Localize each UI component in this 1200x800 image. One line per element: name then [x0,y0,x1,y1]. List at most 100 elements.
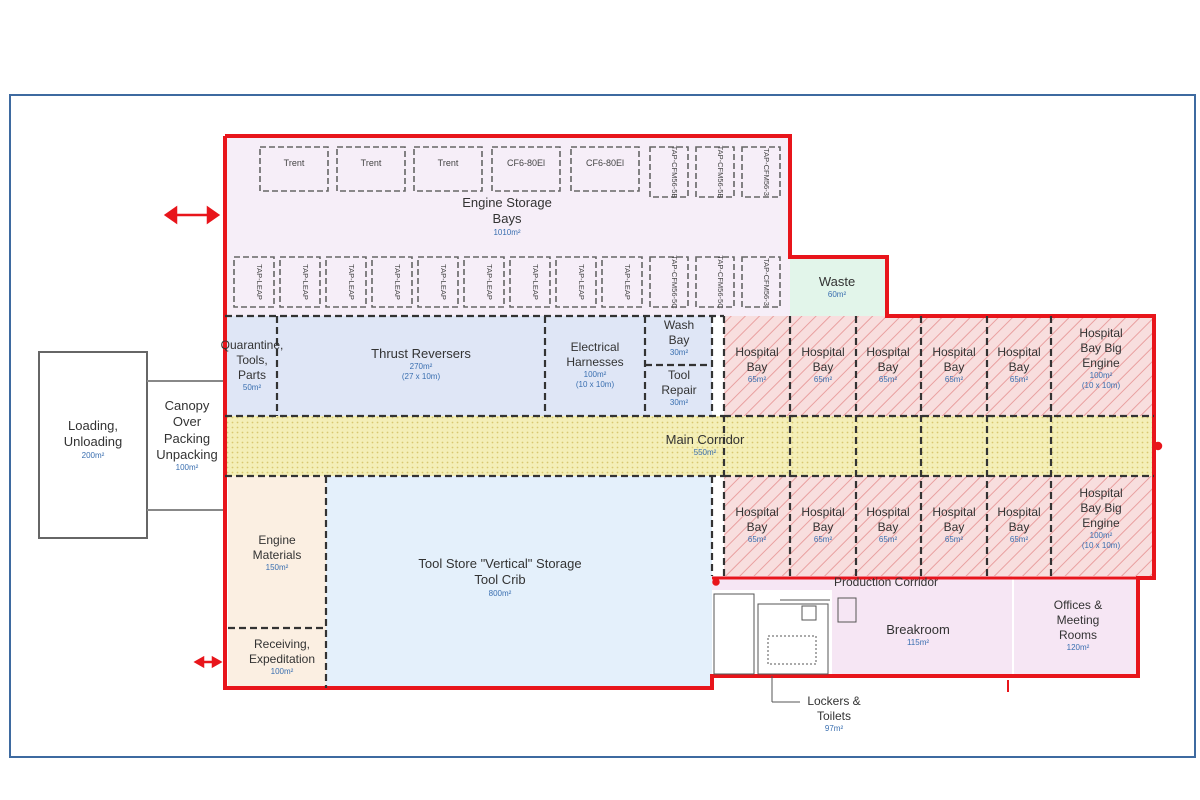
lockers-name2: Toilets [816,709,852,723]
hospital-area-value: 65m² [878,535,898,544]
engine-bay-bottom-v3: TAP-CFM56-3 [762,258,771,306]
hospital-area-value: 65m² [944,535,964,544]
electrical-harnesses-area [545,316,645,416]
quarantine-area-value: 50m² [242,383,262,392]
quarantine-name1: Quarantine, [220,338,284,352]
engine-materials-label: Engine Materials 150m² [253,533,302,573]
hospital-name2: Bay [812,360,834,374]
hospital-name1: Hospital [866,505,910,519]
hospital-bay-upper-5: Hospital Bay 65m² [997,345,1040,385]
electrical-name2: Harnesses [566,355,624,369]
hospital-name2: Bay [943,360,965,374]
quarantine-name3: Parts [237,368,266,382]
engine-storage-label: Engine Storage Bays 1010m² [462,195,552,238]
wash-bay-area [645,316,712,365]
hospital-big-dims: (10 x 10m) [1081,541,1121,550]
hospital-bay-upper-2: Hospital Bay 65m² [801,345,844,385]
tool-store-name1: Tool Store "Vertical" Storage [418,556,582,571]
hospital-area-value: 65m² [747,535,767,544]
electrical-name1: Electrical [570,340,620,354]
hospital-name1: Hospital [735,505,779,519]
engine-bay-top-4: CF6-80El [507,158,545,168]
hospital-big-name1: Hospital [1079,326,1123,340]
electrical-label: Electrical Harnesses 100m² (10 x 10m) [566,340,623,390]
engine-storage-area-value: 1010m² [493,227,521,237]
engine-bay-leap-4: TAP-LEAP [393,264,402,300]
engine-bay-top-5: CF6-80El [586,158,624,168]
breakroom-area [832,588,1012,676]
canopy-area-value: 100m² [175,463,199,472]
hospital-name2: Bay [1008,360,1030,374]
engine-bay-top-v2: TAP-CFM56-5B [716,146,725,199]
breakroom-area-value: 115m² [906,638,930,648]
thrust-name: Thrust Reversers [371,346,471,361]
tool-repair-label: Tool Repair 30m² [661,368,696,408]
engine-bay-leap-2: TAP-LEAP [301,264,310,300]
electrical-area-value: 100m² [583,370,607,379]
hospital-bay-upper-1: Hospital Bay 65m² [735,345,778,385]
hospital-big-name1: Hospital [1079,486,1123,500]
engine-bay-leap-3: TAP-LEAP [347,264,356,300]
waste-area-value: 60m² [827,290,847,300]
door-arrows [163,205,1163,692]
engine-storage-name1: Engine Storage [462,195,552,210]
canopy-name1: Canopy [164,398,210,413]
engine-bay-leap-8: TAP-LEAP [577,264,586,300]
hospital-name1: Hospital [801,345,845,359]
engine-bay-top-3: Trent [438,158,459,168]
hospital-area-value: 65m² [813,375,833,384]
hospital-bay-upper-4: Hospital Bay 65m² [932,345,975,385]
receiving-name2: Expeditation [248,652,316,666]
hospital-area-value: 65m² [1009,375,1029,384]
electrical-dims: (10 x 10m) [575,380,615,389]
offices-area-value: 120m² [1066,643,1090,652]
tool-store-area-value: 800m² [488,588,512,598]
loading-name1: Loading, [68,418,118,433]
hospital-name1: Hospital [735,345,779,359]
loading-name2: Unloading [63,434,123,450]
site-boundary [9,94,1196,758]
loading-area-value: 200m² [81,450,105,460]
engine-bay-top-v3: TAP-CFM56-3 [762,148,771,196]
tool-repair-area [645,365,712,416]
receiving-label: Receiving, Expeditation 100m² [249,637,315,677]
engine-bay-leap-1: TAP-LEAP [255,264,264,300]
engine-bay-top-1: Trent [284,158,305,168]
hospital-big-name2: Bay Big [1080,501,1122,515]
hospital-bay-lower-3: Hospital Bay 65m² [866,505,909,545]
hospital-name2: Bay [877,520,899,534]
hospital-name2: Bay [746,360,768,374]
red-walls [223,134,1156,690]
quarantine-area [225,316,277,416]
hospital-bay-big-lower: Hospital Bay Big Engine 100m² (10 x 10m) [1079,486,1122,551]
waste-name: Waste [818,274,856,289]
engine-bay-top-2: Trent [361,158,382,168]
engine-storage-name2: Bays [492,211,522,227]
main-corridor-name: Main Corridor [665,432,745,447]
engine-materials-name1: Engine [258,533,296,547]
engine-bay-bottom-v1: TAP-CFM56-5C [670,255,679,309]
hospital-bay-upper-3: Hospital Bay 65m² [866,345,909,385]
hospital-bay-lower-2: Hospital Bay 65m² [801,505,844,545]
hospital-big-area-value: 100m² [1089,531,1113,540]
canopy-name4: Unpacking [156,446,218,462]
wash-name1: Wash [663,318,695,332]
hospital-big-area-value: 100m² [1089,371,1113,380]
breakroom-name: Breakroom [886,622,950,637]
engine-bay-leap-5: TAP-LEAP [439,264,448,300]
hospital-bays-upper-area [724,316,1154,416]
waste-area [790,257,887,316]
hospital-name1: Hospital [801,505,845,519]
hospital-big-dims: (10 x 10m) [1081,381,1121,390]
hospital-area-value: 65m² [813,535,833,544]
tool-repair-name1: Tool [667,368,691,382]
thrust-dims: (27 x 10m) [401,372,441,382]
production-corridor-name: Production Corridor [833,575,939,589]
receiving-area [228,628,326,688]
hospital-name2: Bay [877,360,899,374]
production-corridor-label: Production Corridor [834,575,938,590]
hospital-big-name2: Bay Big [1080,341,1122,355]
receiving-area-value: 100m² [270,667,294,676]
hospital-big-name3: Engine [1082,516,1120,530]
